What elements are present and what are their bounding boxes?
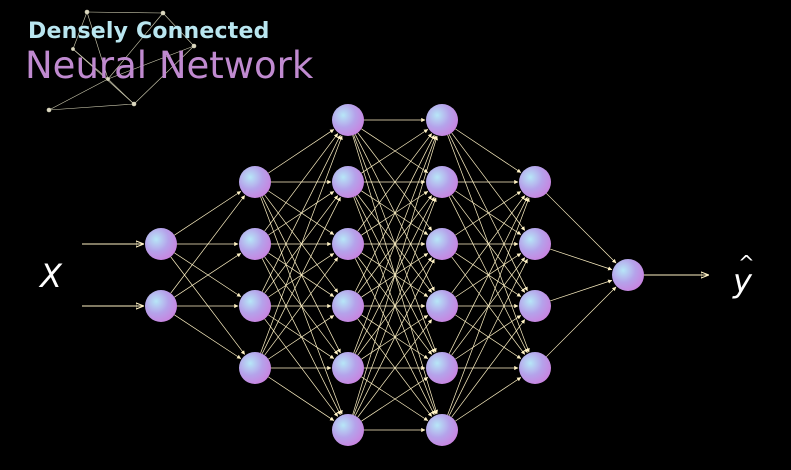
node-layer1-1 [239, 228, 271, 260]
edge-l3-n1-to-l4-n1 [455, 190, 522, 235]
node-layer2-5 [332, 414, 364, 446]
edge-l3-n4-to-l4-n0 [448, 196, 528, 354]
edge-l1-n1-to-l2-n4 [264, 256, 339, 355]
edge-l0-n0-to-l1-n2 [174, 252, 242, 297]
node-layer4-3 [519, 352, 551, 384]
node-layer2-2 [332, 228, 364, 260]
edge-l4-n0-to-l5-n0 [546, 193, 617, 264]
node-layer3-1 [426, 166, 458, 198]
edge-l2-n3-to-l3-n4 [361, 314, 429, 359]
edge-l1-n0-to-l2-n2 [268, 190, 335, 235]
edge-l3-n3-to-l4-n3 [455, 314, 522, 359]
edge-l3-n5-to-l4-n1 [448, 258, 528, 416]
edge-l2-n5-to-l3-n1 [353, 197, 437, 416]
node-layer4-0 [519, 166, 551, 198]
edge-l2-n5-to-l3-n0 [352, 135, 438, 415]
edge-l3-n0-to-l4-n1 [451, 132, 526, 231]
edge-l1-n2-to-l2-n0 [261, 134, 341, 292]
edge-l1-n3-to-l2-n0 [260, 135, 343, 354]
edge-l1-n3-to-l2-n2 [264, 257, 339, 356]
edge-l2-n1-to-l3-n0 [361, 129, 429, 174]
node-layer3-3 [426, 290, 458, 322]
edge-l3-n1-to-l4-n2 [451, 194, 526, 293]
edge-l3-n2-to-l4-n2 [455, 252, 522, 297]
node-layer2-3 [332, 290, 364, 322]
edge-l2-n5-to-l3-n4 [361, 377, 429, 422]
network-nodes [145, 104, 644, 446]
edge-l4-n2-to-l5-n0 [550, 279, 613, 302]
edge-l3-n0-to-l4-n0 [455, 128, 522, 173]
edge-l1-n2-to-l2-n5 [264, 318, 339, 417]
edge-l0-n1-to-l1-n3 [174, 314, 242, 359]
node-layer2-0 [332, 104, 364, 136]
network-edges [170, 117, 617, 433]
node-layer3-5 [426, 414, 458, 446]
node-layer0-0 [145, 228, 177, 260]
edge-l2-n1-to-l3-n2 [361, 190, 429, 235]
edge-l4-n3-to-l5-n0 [546, 286, 617, 357]
constellation-logo-icon [46, 9, 197, 113]
edge-l1-n3-to-l2-n3 [268, 315, 335, 360]
io-arrows [82, 244, 708, 306]
edge-l3-n5-to-l4-n2 [451, 319, 526, 418]
node-layer1-2 [239, 290, 271, 322]
edge-l3-n2-to-l4-n0 [455, 191, 522, 236]
node-layer3-0 [426, 104, 458, 136]
title-line2: Neural Network [25, 44, 314, 87]
title-line1: Densely Connected [28, 19, 270, 44]
edge-l3-n3-to-l4-n0 [451, 195, 526, 294]
edge-l0-n1-to-l1-n1 [174, 253, 242, 298]
edge-l1-n1-to-l2-n3 [268, 252, 335, 297]
input-label: X [40, 257, 62, 295]
node-layer1-0 [239, 166, 271, 198]
edge-l0-n0-to-l1-n3 [170, 256, 246, 355]
node-layer1-3 [239, 352, 271, 384]
node-layer0-1 [145, 290, 177, 322]
node-layer5-0 [612, 259, 644, 291]
edge-l1-n3-to-l2-n1 [261, 196, 341, 354]
edge-l2-n5-to-l3-n3 [357, 319, 433, 418]
edge-l2-n3-to-l3-n5 [357, 318, 433, 417]
edge-l1-n0-to-l2-n0 [268, 129, 335, 174]
edge-l2-n4-to-l3-n0 [353, 135, 437, 354]
node-layer2-1 [332, 166, 364, 198]
edge-l2-n0-to-l3-n2 [357, 132, 433, 231]
edge-l3-n5-to-l4-n0 [447, 197, 530, 416]
edge-l0-n1-to-l1-n0 [170, 195, 246, 294]
edge-l1-n0-to-l2-n3 [264, 194, 339, 293]
edge-l1-n3-to-l2-n5 [268, 376, 335, 421]
node-layer4-1 [519, 228, 551, 260]
edge-l2-n3-to-l3-n0 [354, 134, 435, 292]
node-layer4-2 [519, 290, 551, 322]
edge-l1-n2-to-l2-n4 [268, 314, 335, 359]
edge-l2-n0-to-l3-n1 [361, 128, 429, 173]
edge-l4-n1-to-l5-n0 [550, 248, 613, 271]
edge-l2-n5-to-l3-n2 [354, 258, 435, 416]
edge-l0-n0-to-l1-n0 [174, 191, 242, 236]
edge-l1-n1-to-l2-n0 [264, 133, 339, 232]
edge-l3-n5-to-l4-n3 [455, 377, 522, 422]
edge-l2-n2-to-l3-n0 [357, 133, 433, 232]
node-layer2-4 [332, 352, 364, 384]
node-layer3-2 [426, 228, 458, 260]
edge-l3-n2-to-l4-n3 [451, 256, 526, 355]
edge-l2-n4-to-l3-n5 [361, 376, 429, 421]
edge-l2-n1-to-l3-n3 [357, 194, 433, 293]
output-label: y [733, 262, 752, 300]
node-layer3-4 [426, 352, 458, 384]
edge-l2-n2-to-l3-n3 [361, 252, 429, 297]
edge-l2-n2-to-l3-n4 [357, 256, 433, 355]
output-hat-symbol: ^ [738, 251, 755, 275]
